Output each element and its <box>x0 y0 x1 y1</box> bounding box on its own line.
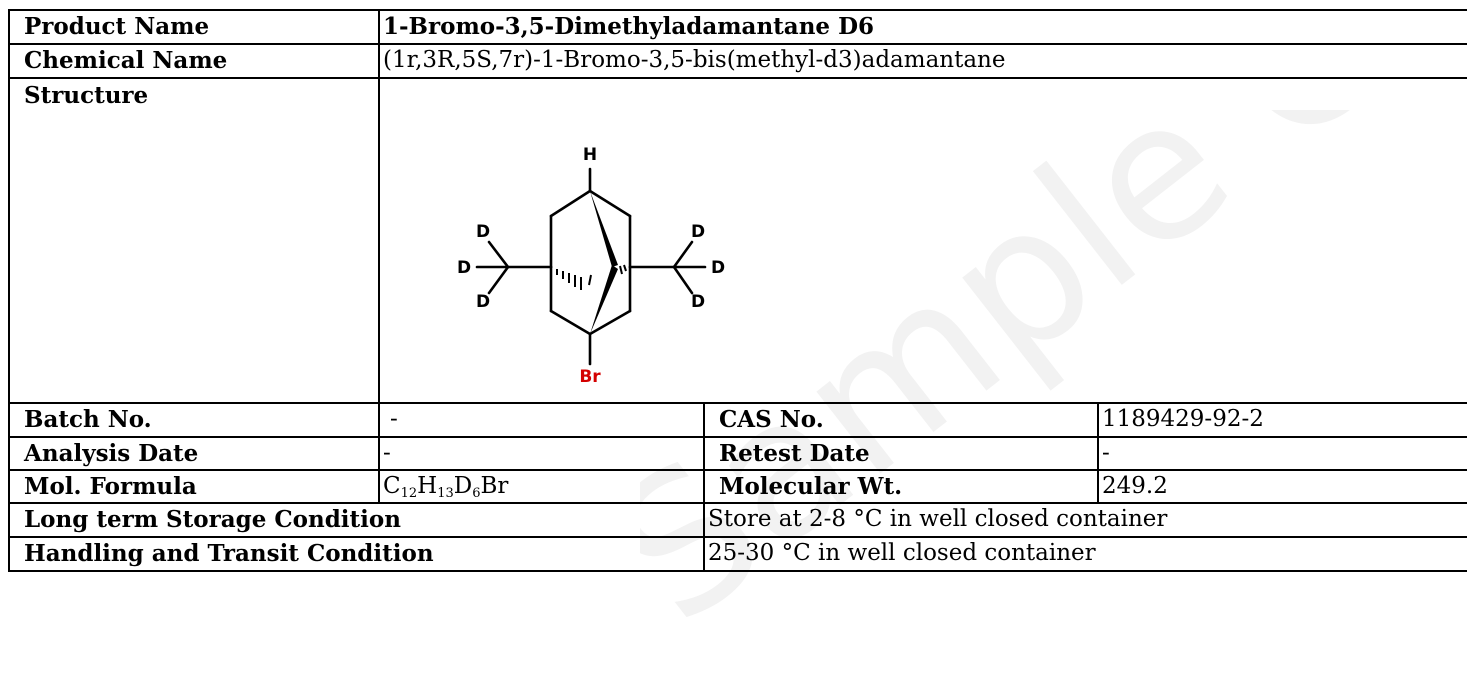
cas-label: CAS No. <box>703 402 1099 438</box>
row-batch: Batch No. - CAS No. 1189429-92-2 <box>8 402 1467 438</box>
batch-value: - <box>378 402 705 438</box>
atom-d1: D <box>476 222 490 242</box>
analysis-date-label: Analysis Date <box>8 436 380 471</box>
structure-label: Structure <box>8 77 380 404</box>
wedge-bond-lower <box>590 265 618 334</box>
product-name-label: Product Name <box>8 9 380 45</box>
retest-date-label: Retest Date <box>703 436 1099 471</box>
chemical-name-label: Chemical Name <box>8 43 380 79</box>
batch-label: Batch No. <box>8 402 380 438</box>
formula-label: Mol. Formula <box>8 469 380 504</box>
structure-cell: H D D D D D D Br <box>377 77 1467 404</box>
wedge-bond-upper <box>590 191 618 267</box>
row-product-name: Product Name 1-Bromo-3,5-Dimethyladamant… <box>8 9 1467 45</box>
coa-table: Product Name 1-Bromo-3,5-Dimethyladamant… <box>8 9 1467 572</box>
atom-d3: D <box>476 292 490 312</box>
row-storage: Long term Storage Condition Store at 2-8… <box>8 502 1467 538</box>
cas-value: 1189429-92-2 <box>1096 402 1467 438</box>
storage-value: Store at 2-8 °C in well closed container <box>702 502 1467 538</box>
atom-d2: D <box>457 258 471 278</box>
molecule-structure-image: H D D D D D D Br <box>457 145 725 387</box>
mol-wt-value: 249.2 <box>1096 469 1467 504</box>
handling-label: Handling and Transit Condition <box>8 536 705 572</box>
row-dates: Analysis Date - Retest Date - <box>8 436 1467 471</box>
product-name-value: 1-Bromo-3,5-Dimethyladamantane D6 <box>377 9 1467 45</box>
atom-h: H <box>583 145 597 165</box>
atom-d5: D <box>711 258 725 278</box>
row-handling: Handling and Transit Condition 25-30 °C … <box>8 536 1467 572</box>
formula-value: C12H13D6Br <box>378 469 705 504</box>
atom-br: Br <box>579 367 601 387</box>
chemical-name-value: (1r,3R,5S,7r)-1-Bromo-3,5-bis(methyl-d3)… <box>377 43 1467 79</box>
row-chemical-name: Chemical Name (1r,3R,5S,7r)-1-Bromo-3,5-… <box>8 43 1467 79</box>
storage-label: Long term Storage Condition <box>8 502 705 538</box>
atom-d4: D <box>691 222 705 242</box>
retest-date-value: - <box>1096 436 1467 471</box>
handling-value: 25-30 °C in well closed container <box>702 536 1467 572</box>
mol-wt-label: Molecular Wt. <box>703 469 1099 504</box>
row-structure: Structure <box>8 77 1467 404</box>
atom-d6: D <box>691 292 705 312</box>
row-formula: Mol. Formula C12H13D6Br Molecular Wt. 24… <box>8 469 1467 504</box>
analysis-date-value: - <box>378 436 705 471</box>
